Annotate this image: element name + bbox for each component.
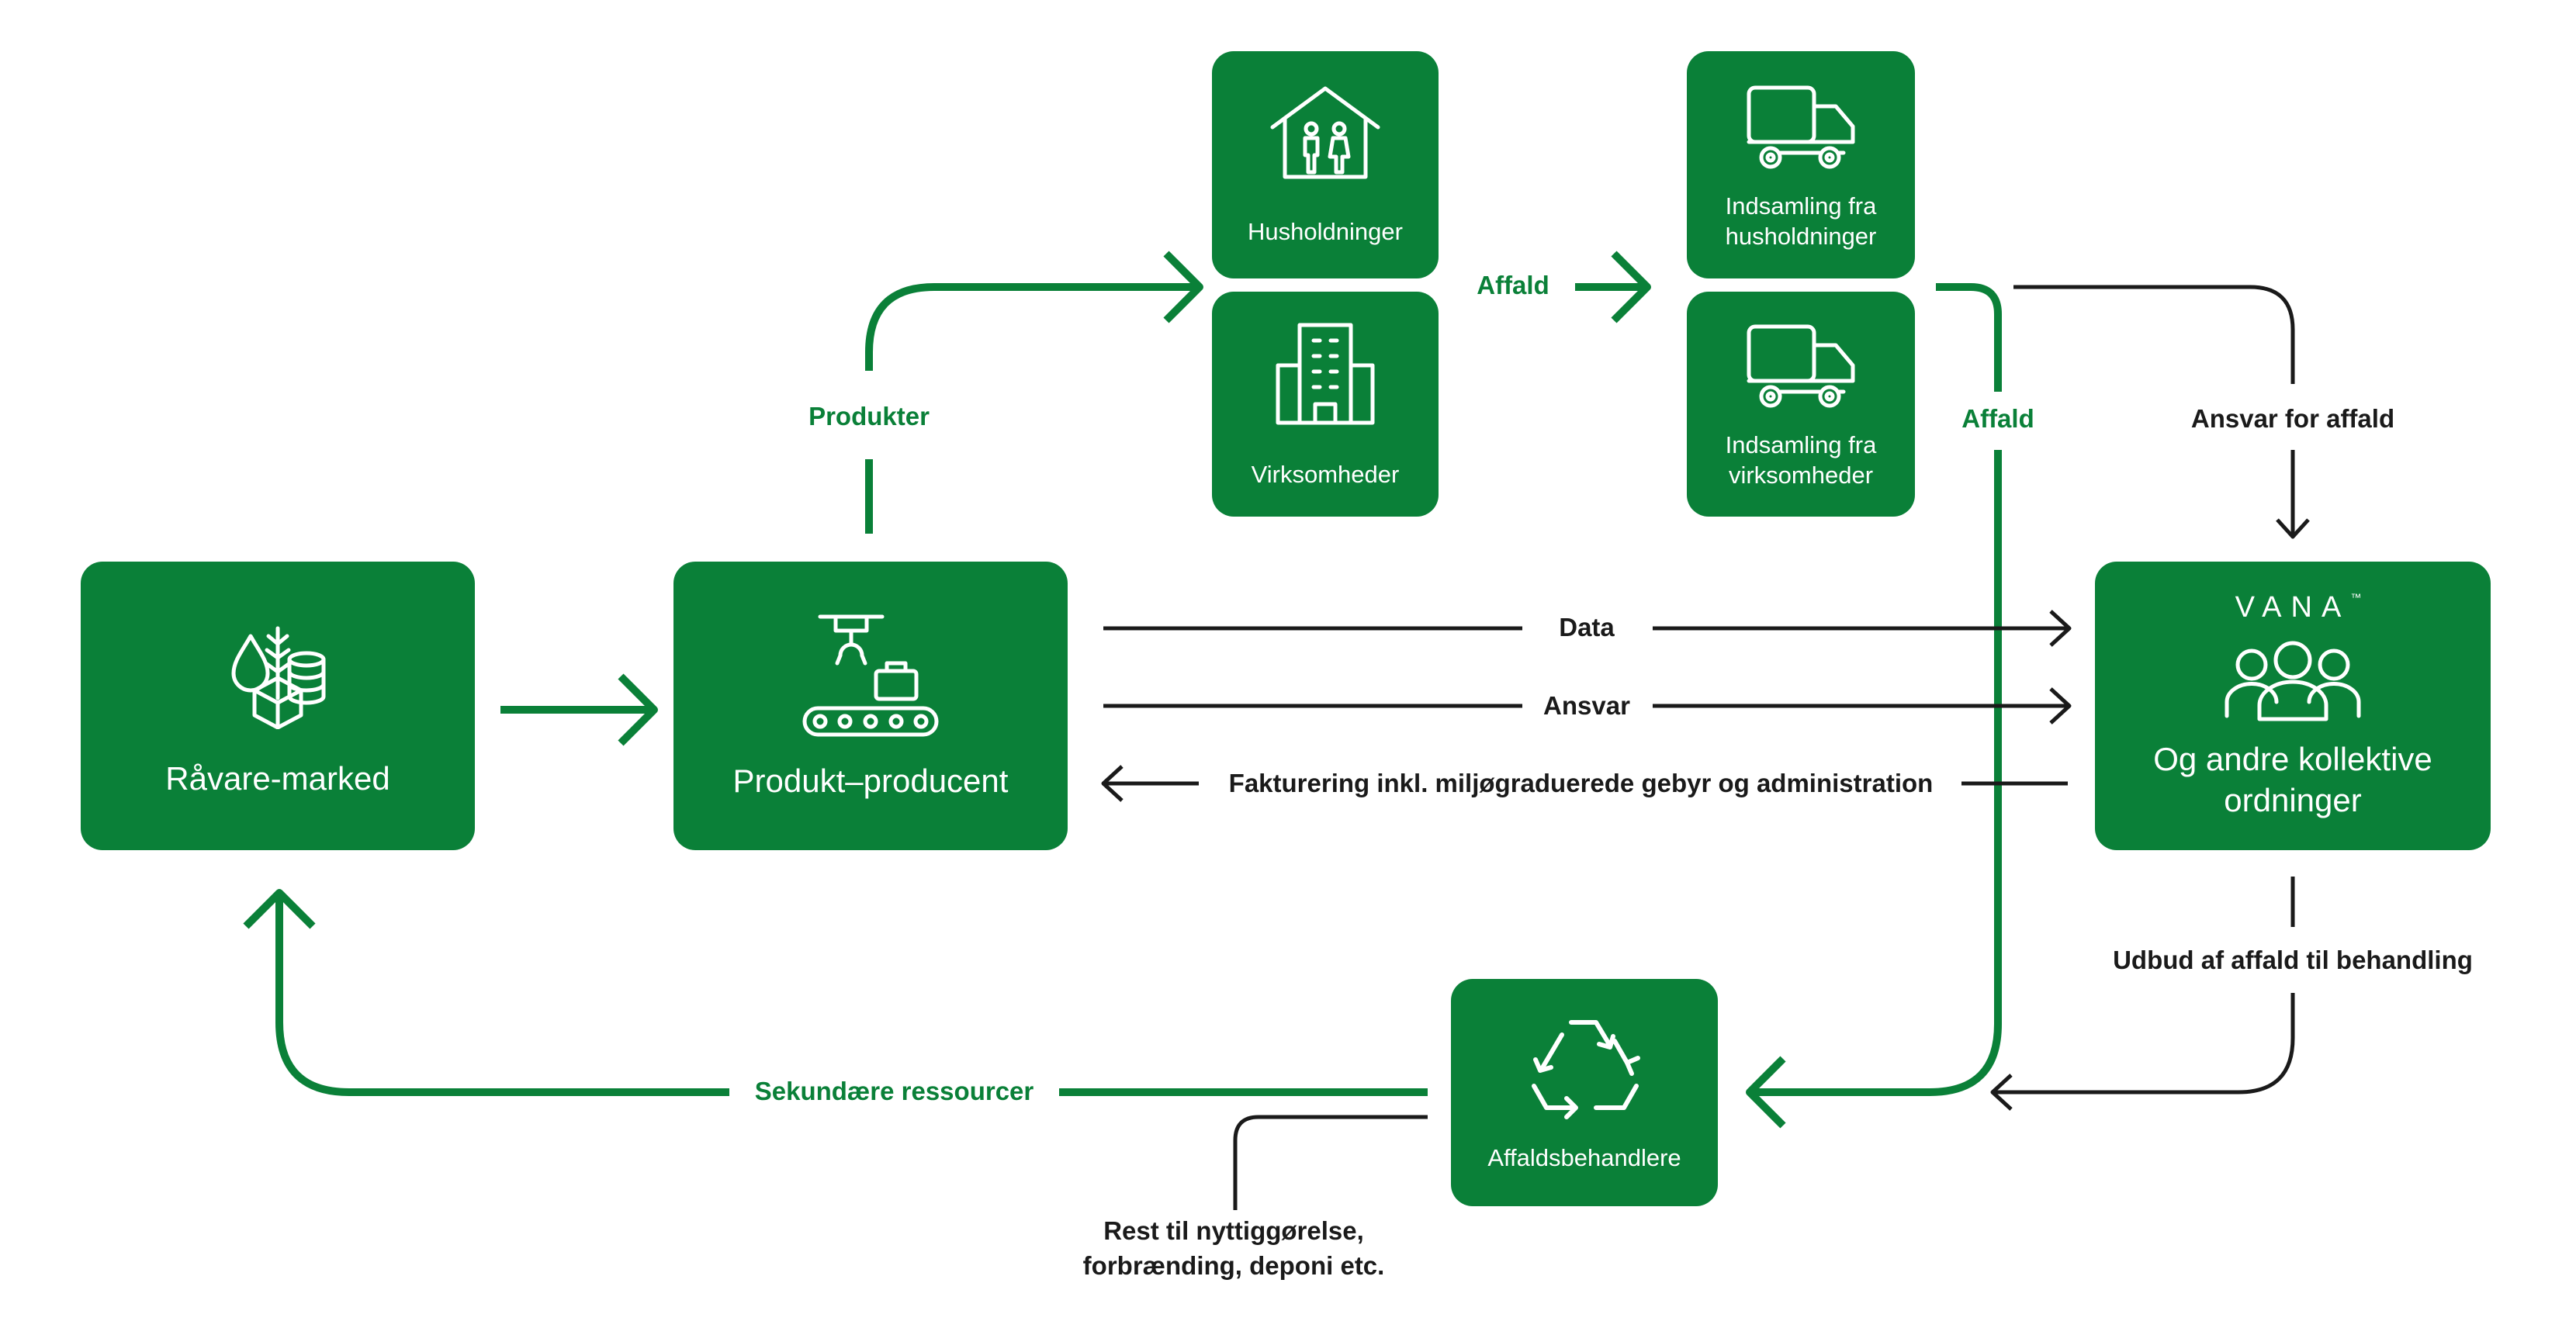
produkt-producent-label: Produkt–producent	[732, 762, 1009, 799]
production-line-icon	[802, 614, 939, 737]
virksomheder-box: Virksomheder	[1212, 292, 1439, 517]
edge-label-rest: Rest til nyttiggørelse, forbrænding, dep…	[1040, 1214, 1428, 1283]
indsamling-virksomheder-box: Indsamling fra virksomheder	[1687, 292, 1915, 517]
vana-logo-text: VANA	[2235, 591, 2351, 624]
arrow-producent-to-husholdninger	[865, 251, 1203, 534]
truck-icon	[1747, 324, 1855, 408]
arrow-affald-to-indsamling	[1575, 251, 1651, 323]
edge-label-sekundaere: Sekundære ressourcer	[754, 1077, 1034, 1105]
truck-icon	[1747, 85, 1855, 169]
husholdninger-box: Husholdninger	[1212, 51, 1439, 278]
edge-label-affald-top: Affald	[1477, 271, 1549, 299]
indsamling-husholdninger-box: Indsamling fra husholdninger	[1687, 51, 1915, 278]
produkt-producent-box: Produkt–producent	[673, 562, 1068, 850]
virksomheder-label: Virksomheder	[1251, 460, 1400, 488]
vana-trademark: ™	[2350, 591, 2362, 603]
vana-label: Og andre kollektive ordninger	[2153, 741, 2432, 818]
affaldsbehandlere-box: Affaldsbehandlere	[1451, 979, 1718, 1206]
edge-label-ansvar-for-affald: Ansvar for affald	[2190, 404, 2395, 433]
edge-label-udbud: Udbud af affald til behandling	[2113, 946, 2473, 974]
edge-label-rest-line1: Rest til nyttiggørelse,	[1103, 1216, 1364, 1245]
arrow-raavare-to-producent	[500, 673, 658, 746]
indsamling-husholdninger-label: Indsamling fra husholdninger	[1725, 192, 1877, 250]
husholdninger-label: Husholdninger	[1248, 218, 1403, 246]
edge-label-data: Data	[1559, 613, 1615, 642]
arrow-ansvar	[1103, 687, 2072, 725]
recycle-icon	[1532, 1020, 1640, 1120]
edge-label-rest-line2: forbrænding, deponi etc.	[1082, 1250, 1385, 1280]
arrow-affaldsbehandlere-to-raavare	[243, 889, 1428, 1096]
edge-label-ansvar: Ansvar	[1543, 691, 1630, 720]
edge-label-fakturering: Fakturering inkl. miljøgraduerede gebyr …	[1228, 769, 1934, 797]
affaldsbehandlere-label: Affaldsbehandlere	[1487, 1144, 1681, 1172]
arrow-ansvar-for-affald	[2013, 285, 2310, 539]
people-group-icon	[2225, 641, 2361, 721]
arrow-data	[1103, 610, 2072, 647]
arrow-indsamling-to-affaldsbehandlere	[1746, 283, 2002, 1129]
line-rest	[1233, 1115, 1428, 1210]
indsamling-virksomheder-label: Indsamling fra virksomheder	[1725, 431, 1877, 489]
edge-label-affald-right: Affald	[1961, 404, 2034, 433]
raw-materials-icon	[231, 626, 326, 729]
arrow-udbud	[1990, 877, 2295, 1111]
raavare-marked-label: Råvare-marked	[165, 759, 390, 797]
raavare-marked-box: Råvare-marked	[81, 562, 475, 850]
edge-label-produkter: Produkter	[808, 402, 930, 431]
arrow-fakturering	[1101, 765, 2068, 802]
office-building-icon	[1276, 323, 1375, 425]
house-family-icon	[1270, 86, 1380, 179]
